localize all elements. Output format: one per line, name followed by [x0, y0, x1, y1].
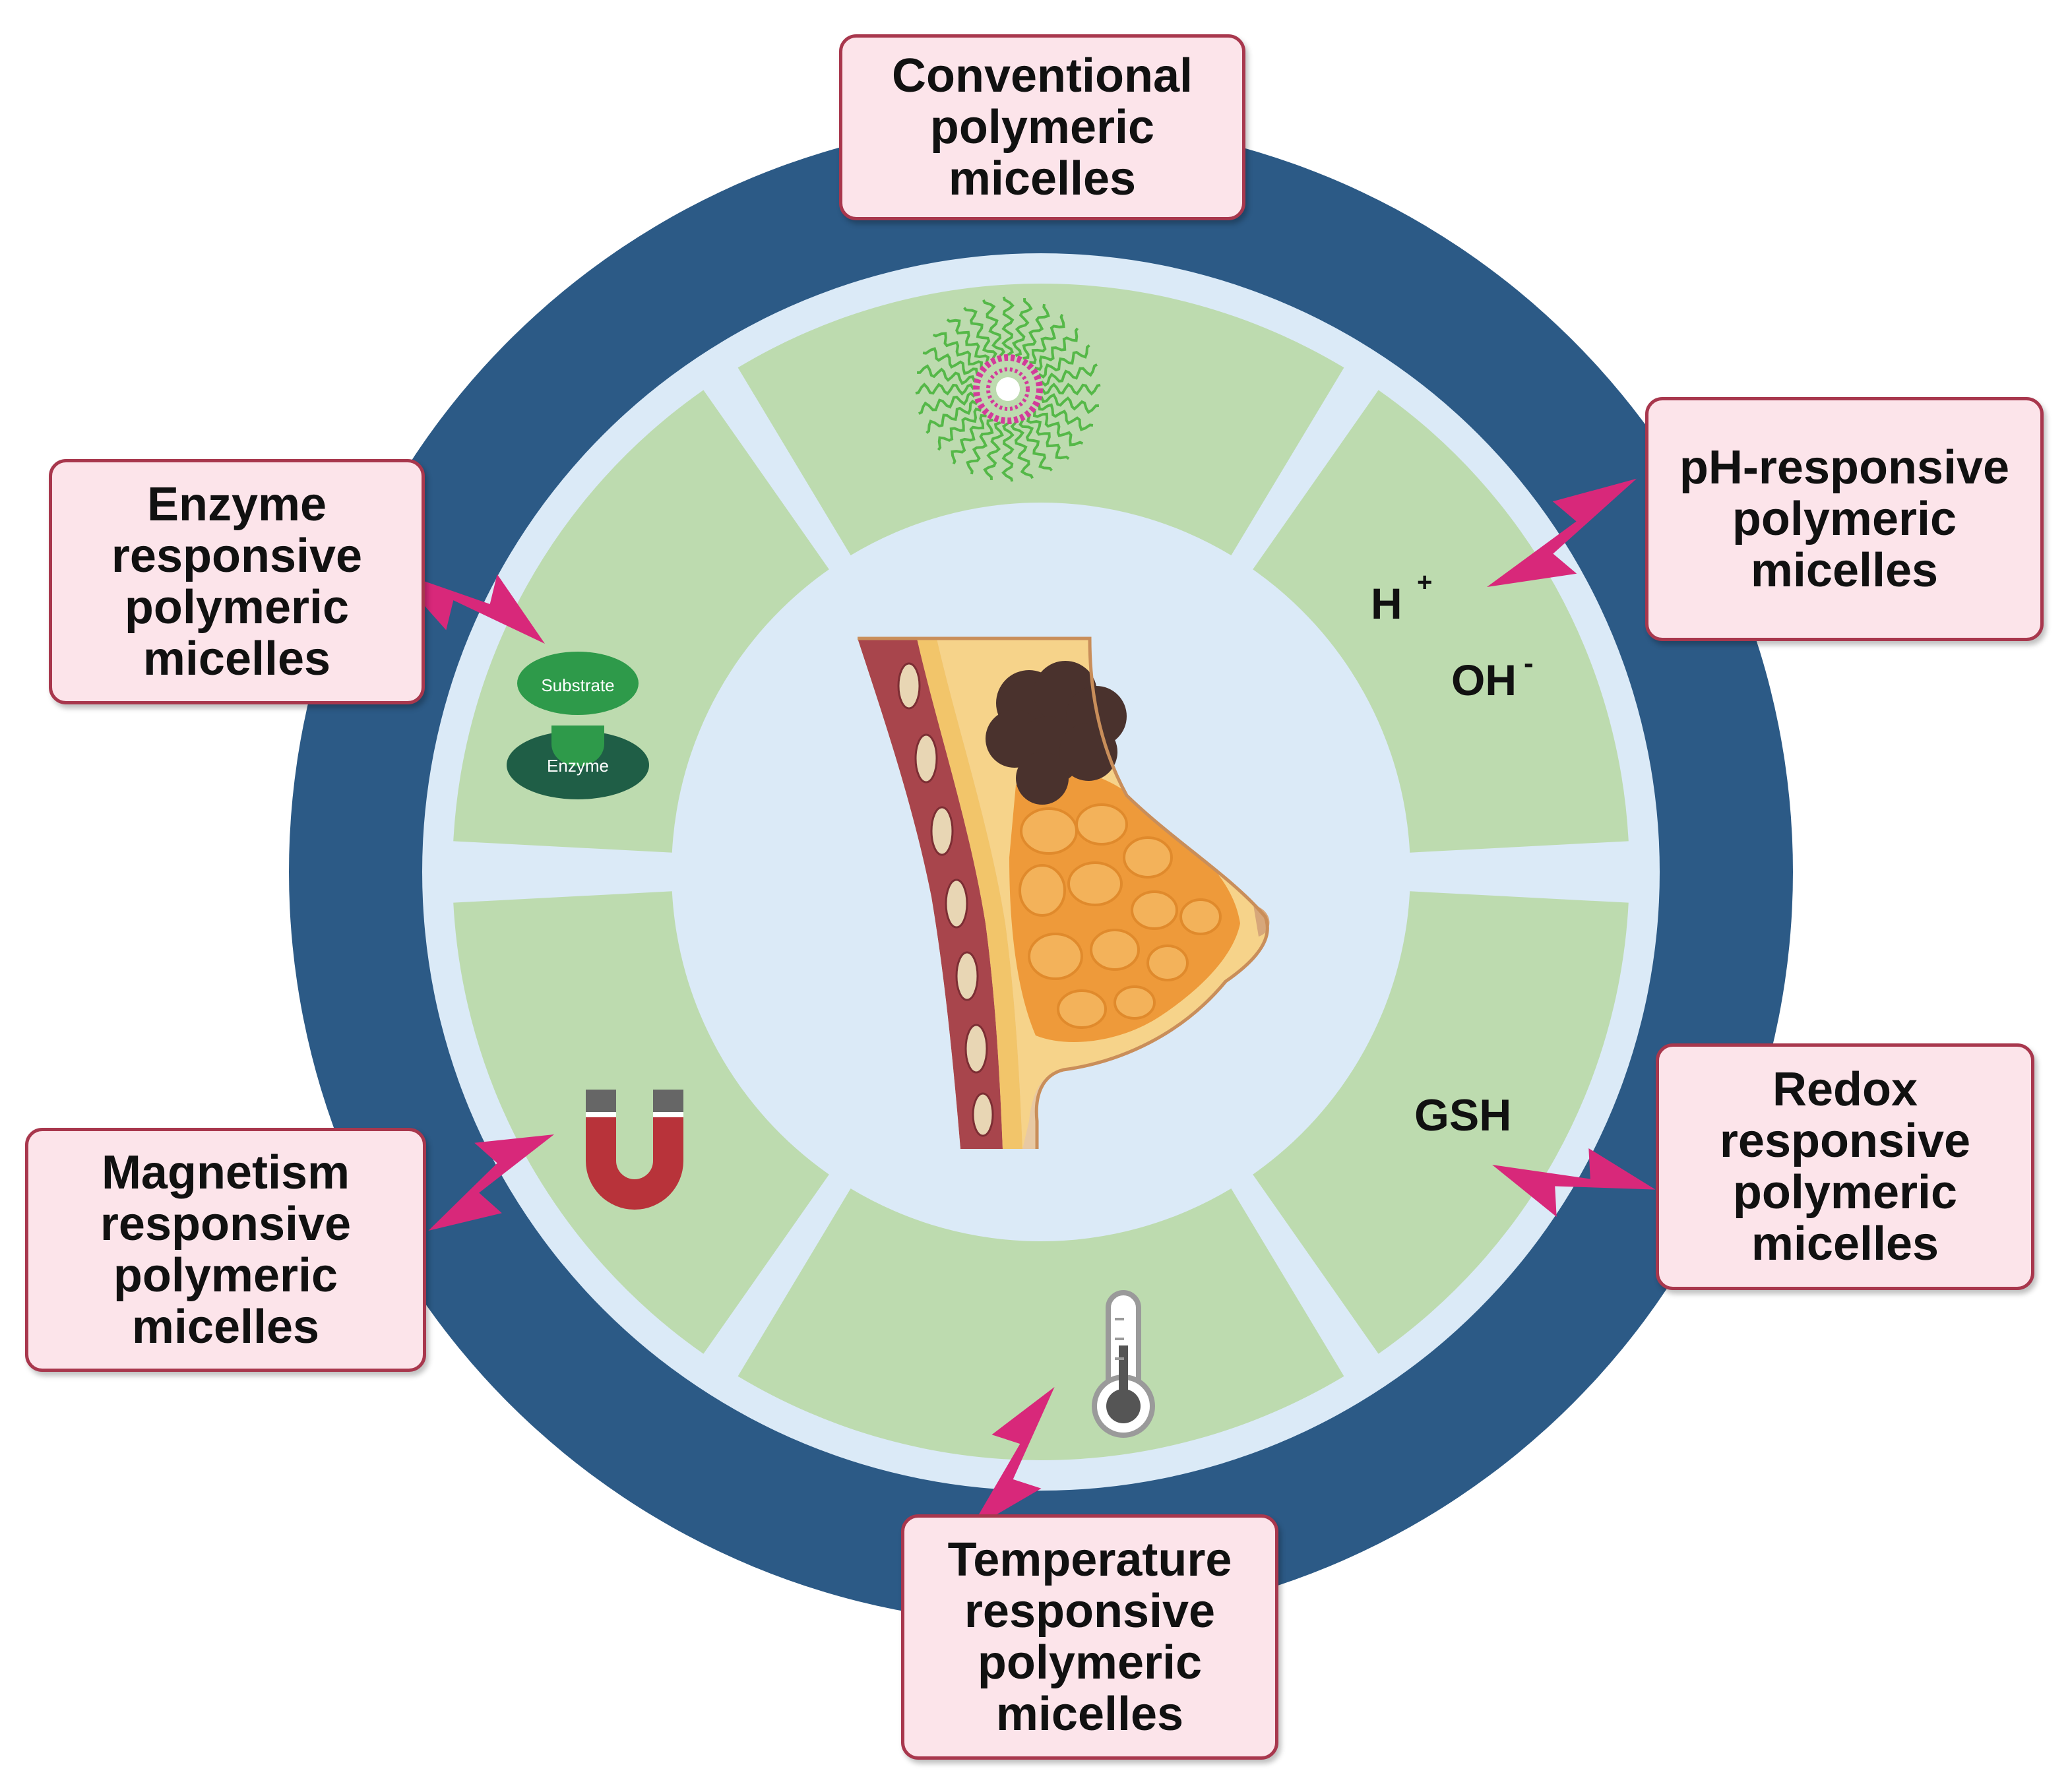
nipple [1253, 905, 1270, 937]
micelle-tail [1001, 422, 1015, 482]
micelle-tail [1029, 313, 1065, 365]
muscle-fibers [897, 662, 994, 1137]
segment-magnetism [453, 891, 829, 1354]
label-line: micelles [1750, 544, 1939, 597]
label-line: polymeric [1732, 1166, 1958, 1219]
label-line: micelles [142, 633, 331, 685]
micelle-tail [951, 414, 987, 465]
lobules [1019, 803, 1222, 1029]
micelle-tail [1011, 298, 1033, 357]
micelle-tail [1032, 410, 1084, 447]
micelle-tail [1026, 416, 1070, 460]
enzyme-text: Enzyme [547, 756, 609, 776]
thermometer-icon [1092, 1290, 1155, 1438]
label-line: responsive [100, 1198, 352, 1251]
micelle-tail [982, 299, 1006, 357]
label-line: polymeric [124, 581, 350, 634]
micelle-tail [1041, 383, 1101, 396]
label-line: polymeric [113, 1249, 338, 1302]
magnet-icon [586, 1090, 683, 1210]
label-line: responsive [1719, 1115, 1971, 1167]
micelle-tail [983, 421, 1005, 480]
micelle-tail [1001, 296, 1015, 356]
micelle-tail [1037, 403, 1094, 431]
substrate-text: Substrate [541, 675, 614, 695]
enzyme-icon: Substrate Enzyme [507, 652, 649, 799]
micelle-tail [1040, 363, 1098, 387]
micelle-tail [963, 307, 997, 359]
ph-ions: H + OH - [1371, 568, 1534, 704]
label-line: Temperature [947, 1533, 1232, 1586]
label-line: polymeric [977, 1636, 1203, 1689]
micelle-tail [966, 418, 994, 475]
segment-redox [1253, 891, 1629, 1354]
micelle-tail [922, 347, 979, 375]
label-line: Magnetism [101, 1146, 350, 1199]
label-line: responsive [111, 530, 363, 582]
label-line: polymeric [1732, 493, 1957, 545]
label-line: Redox [1772, 1063, 1918, 1116]
oh-ion-text: OH [1451, 656, 1517, 704]
label-line: pH-responsive [1679, 441, 2010, 494]
micelle-tail [918, 391, 976, 416]
micelle-tail [946, 318, 990, 363]
segment-conventional [737, 284, 1344, 555]
gsh-text: GSH [1414, 1090, 1511, 1140]
segments [453, 284, 1629, 1461]
h-ion-superscript: + [1417, 568, 1432, 597]
label-line: Conventional [891, 49, 1193, 102]
micelle-tail [915, 383, 975, 396]
lightning-temperature [970, 1386, 1055, 1530]
micelle-tail [932, 332, 984, 368]
oh-ion-superscript: - [1524, 647, 1534, 679]
lightning-ph [1487, 478, 1637, 587]
micelle-tail [1022, 303, 1050, 360]
label-line: polymeric [929, 101, 1155, 154]
micelle-tail [1040, 392, 1099, 414]
micelle-tail [1034, 327, 1079, 371]
label-line: responsive [964, 1585, 1216, 1638]
micelle-tail [937, 407, 982, 451]
lightning-magnetism [428, 1134, 554, 1231]
segment-ph [1253, 390, 1629, 853]
breast-illustration [858, 636, 1270, 1149]
micelle-tail [1038, 344, 1090, 379]
label-line: micelles [131, 1301, 320, 1353]
micelle-tail [1019, 419, 1053, 472]
label-line: Enzyme [146, 478, 327, 531]
lightning-enzyme [392, 570, 545, 644]
h-ion-text: H [1371, 579, 1402, 628]
label-line: micelles [1751, 1218, 1939, 1270]
segment-temperature [737, 1189, 1344, 1461]
micelle-tail [925, 400, 978, 434]
lightning-redox [1492, 1148, 1656, 1217]
micelle-tail [1010, 421, 1034, 479]
label-line: micelles [948, 152, 1137, 205]
lightning-bolts [392, 478, 1656, 1530]
micelle-icon [915, 296, 1101, 482]
micelle-tail [917, 364, 976, 386]
label-line: micelles [995, 1688, 1184, 1741]
